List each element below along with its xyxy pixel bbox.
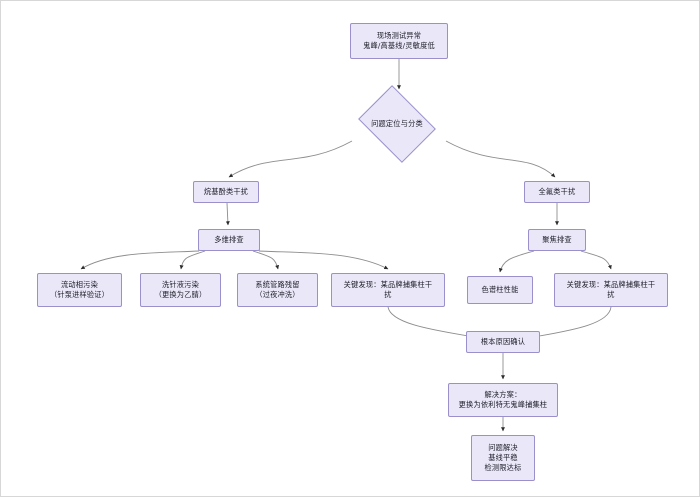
node-needle-wash[interactable]: 洗针液污染 （更换为乙腈） — [140, 273, 221, 307]
node-system-residue-line-1: 系统管路残留 — [255, 279, 300, 289]
node-classify-label: 问题定位与分类 — [371, 119, 423, 128]
node-needle-wash-line-2: （更换为乙腈） — [154, 290, 207, 299]
node-resolved[interactable]: 问题解决 基线平稳 检测限达标 — [471, 435, 535, 481]
edge-classify-to-alkylphenol — [228, 140, 353, 178]
node-mobile-phase-line-2: （针泵进样验证） — [49, 290, 110, 299]
node-root-cause-label: 根本原因确认 — [480, 336, 526, 346]
node-needle-wash-line-1: 洗针液污染 — [162, 279, 199, 289]
edge-alkylphenol-to-multidim — [225, 202, 230, 226]
node-solution-line-1: 解决方案： — [484, 389, 522, 399]
edge-key-finding-right-to-root-cause — [533, 306, 612, 339]
node-solution[interactable]: 解决方案： 更换为依利特无鬼峰捕集柱 — [448, 383, 558, 417]
node-system-residue[interactable]: 系统管路残留 （过夜冲洗） — [237, 273, 318, 307]
node-root-cause[interactable]: 根本原因确认 — [466, 331, 540, 353]
node-focus-label: 聚焦排查 — [542, 234, 572, 244]
node-alkylphenol[interactable]: 烷基酚类干扰 — [193, 181, 259, 203]
edge-multidim-to-system-residue — [252, 250, 280, 270]
node-key-finding-right[interactable]: 关键发现：某品牌捕集柱干 扰 — [554, 273, 668, 307]
node-key-finding-left[interactable]: 关键发现：某品牌捕集柱干 扰 — [331, 273, 445, 307]
node-column-performance[interactable]: 色谱柱性能 — [467, 276, 533, 304]
edge-multidim-to-needle-wash — [179, 250, 206, 270]
node-perfluoro-label: 全氟类干扰 — [538, 186, 576, 196]
node-focus[interactable]: 聚焦排查 — [528, 229, 586, 251]
node-resolved-line-1: 问题解决 — [488, 442, 518, 452]
node-resolved-line-2: 基线平稳 — [488, 452, 518, 462]
node-key-finding-right-line-1: 关键发现：某品牌捕集柱干 — [566, 279, 656, 289]
edge-focus-to-key-finding-right — [580, 250, 612, 270]
node-alkylphenol-label: 烷基酚类干扰 — [203, 186, 249, 196]
edge-multidim-to-mobile-phase — [80, 250, 200, 270]
edge-key-finding-left-to-root-cause — [387, 306, 475, 339]
node-start[interactable]: 现场测试异常 鬼峰/高基线/灵敏度低 — [350, 23, 448, 59]
node-mobile-phase[interactable]: 流动相污染 （针泵进样验证） — [37, 273, 122, 307]
node-key-finding-left-line-2: 扰 — [384, 290, 392, 299]
node-perfluoro[interactable]: 全氟类干扰 — [524, 181, 590, 203]
node-key-finding-left-line-1: 关键发现：某品牌捕集柱干 — [343, 279, 433, 289]
node-start-line-1: 现场测试异常 — [376, 30, 422, 40]
node-solution-line-2: 更换为依利特无鬼峰捕集柱 — [458, 400, 548, 409]
node-multidim[interactable]: 多维排查 — [198, 229, 260, 251]
node-multidim-label: 多维排查 — [214, 234, 244, 244]
node-system-residue-line-2: （过夜冲洗） — [255, 290, 300, 299]
node-column-performance-label: 色谱柱性能 — [481, 284, 519, 294]
node-key-finding-right-line-2: 扰 — [607, 290, 615, 299]
node-start-line-2: 鬼峰/高基线/灵敏度低 — [363, 41, 435, 50]
node-mobile-phase-line-1: 流动相污染 — [61, 279, 98, 289]
edge-classify-to-perfluoro — [445, 140, 556, 178]
edge-multidim-to-key-finding-left — [258, 250, 389, 270]
node-resolved-line-3: 检测限达标 — [484, 463, 522, 473]
edge-focus-to-column-perf — [498, 250, 535, 273]
